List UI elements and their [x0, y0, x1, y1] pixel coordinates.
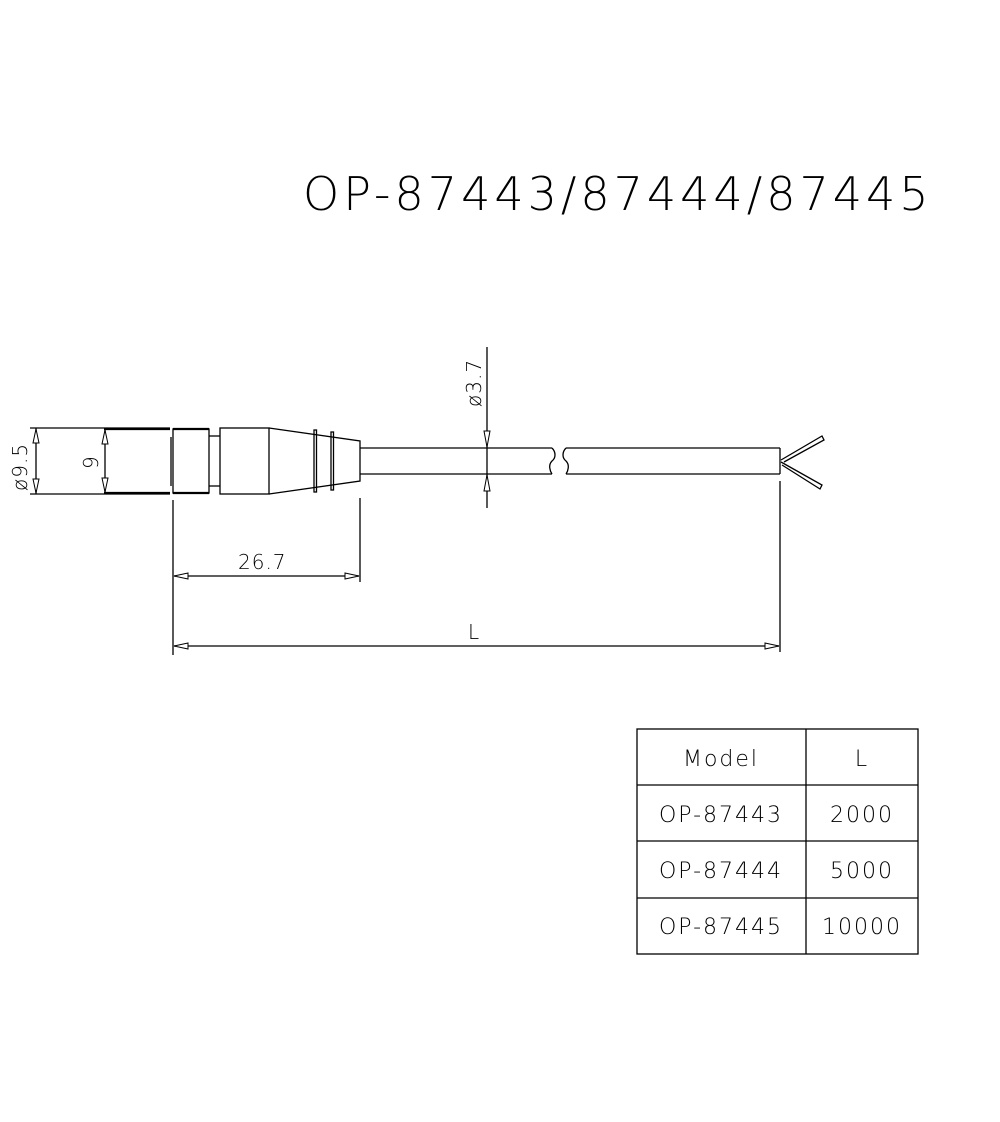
dim-label-total-length: L — [468, 620, 480, 644]
dim-connector-length: 26.7 — [172, 498, 361, 655]
dim-total-length: L — [173, 481, 781, 652]
drawing-title: OP-87443/87444/87445 — [303, 167, 933, 221]
table-cell-model: OP-87444 — [659, 859, 783, 884]
dim-label-inner-height: 9 — [79, 455, 103, 469]
table-header-model: Model — [683, 747, 759, 772]
table-cell-model: OP-87445 — [659, 915, 783, 940]
cable — [360, 435, 825, 490]
table-header-length: L — [855, 747, 869, 772]
dim-label-outer-diameter: ø9.5 — [8, 443, 32, 491]
dim-cable-diameter: ø3.7 — [462, 347, 491, 508]
dim-inner-height: 9 — [79, 429, 109, 493]
table-cell-length: 10000 — [822, 915, 902, 940]
dim-label-cable-diameter: ø3.7 — [462, 359, 486, 407]
connector — [30, 427, 361, 495]
table-cell-length: 2000 — [830, 803, 894, 828]
dim-label-connector-length: 26.7 — [238, 550, 287, 574]
table-cell-length: 5000 — [830, 859, 894, 884]
model-length-table: Model L OP-87443 2000 OP-87444 5000 OP-8… — [636, 728, 919, 955]
dim-outer-diameter: ø9.5 — [8, 428, 40, 494]
table-cell-model: OP-87443 — [659, 803, 783, 828]
